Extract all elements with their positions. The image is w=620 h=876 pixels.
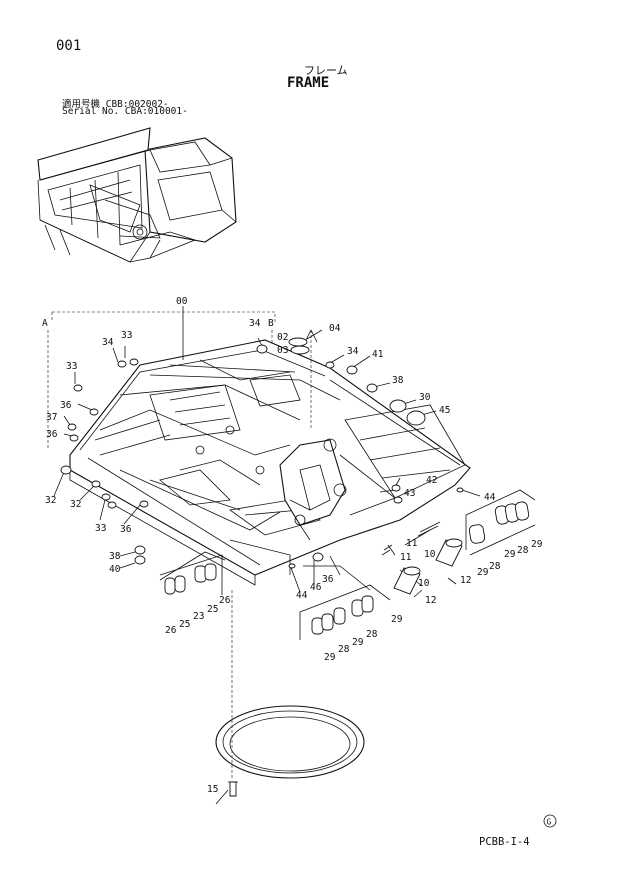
revolving-frame: [69, 339, 471, 586]
shim-stack-left: [159, 554, 223, 595]
revision-mark-label: G: [547, 818, 552, 827]
callout-41: 41: [372, 349, 384, 360]
callout-33: 33: [66, 361, 77, 372]
callout-30: 30: [419, 392, 431, 403]
callout-44: 44: [484, 492, 496, 503]
shim-stack-bottom: [299, 584, 391, 640]
title-english: FRAME: [287, 75, 330, 91]
pins-11: [381, 521, 441, 556]
callout-11: 11: [406, 538, 418, 549]
callout-34: 34: [102, 337, 114, 348]
view-marker-label: A: [42, 318, 48, 329]
callout-28: 28: [366, 629, 378, 640]
callout-29: 29: [504, 549, 516, 560]
callout-12: 12: [460, 575, 471, 586]
callout-34: 34: [347, 346, 359, 357]
callout-26: 26: [165, 625, 177, 636]
machine-overview-illustration: [37, 127, 237, 263]
shim-stack-right: [465, 489, 536, 556]
callout-44: 44: [296, 590, 308, 601]
callout-29: 29: [391, 614, 403, 625]
callout-33: 33: [121, 330, 132, 341]
callout-46: 46: [310, 582, 322, 593]
callout-10: 10: [418, 578, 430, 589]
page-code: PCBB-I-4: [479, 836, 530, 848]
callout-25: 25: [179, 619, 190, 630]
callout-38: 38: [109, 551, 121, 562]
callout-37: 37: [46, 412, 57, 423]
swing-bearing-ring: [215, 705, 365, 779]
callout-02: 02: [277, 332, 288, 343]
view-marker-a: A: [42, 318, 49, 448]
serial-applicability-en: Serial No. CBA:010001-: [62, 106, 188, 117]
callout-33: 33: [95, 523, 106, 534]
callout-labels: 00 02 03 04 34 33 34 34 41 38 30 45 33 3…: [45, 296, 543, 795]
callout-29: 29: [324, 652, 336, 663]
title-japanese: フレーム: [304, 64, 348, 77]
revision-mark: G: [543, 814, 557, 828]
callout-15: 15: [207, 784, 218, 795]
callout-36: 36: [60, 400, 72, 411]
callout-36: 36: [322, 574, 334, 585]
callout-00: 00: [176, 296, 188, 307]
callout-29: 29: [477, 567, 489, 578]
callout-04: 04: [329, 323, 341, 334]
callout-12: 12: [425, 595, 436, 606]
callout-36: 36: [46, 429, 58, 440]
callout-38: 38: [392, 375, 404, 386]
callout-29: 29: [531, 539, 543, 550]
washers-and-bushings: [60, 337, 464, 569]
callout-45: 45: [439, 405, 450, 416]
callout-29: 29: [352, 637, 364, 648]
callout-36: 36: [120, 524, 132, 535]
callout-25: 25: [207, 604, 218, 615]
callout-43: 43: [404, 488, 415, 499]
callout-26: 26: [219, 595, 231, 606]
leader-lines: [53, 306, 481, 805]
view-marker-label: B: [268, 318, 274, 329]
callout-03: 03: [277, 345, 288, 356]
bolt-15: [228, 781, 238, 797]
callout-32: 32: [45, 495, 56, 506]
page-number: 001: [56, 38, 82, 54]
callout-32: 32: [70, 499, 81, 510]
callout-10: 10: [424, 549, 436, 560]
serial-applicability-jp: 適用号機 CBB:002002-: [62, 99, 169, 110]
callout-28: 28: [517, 545, 529, 556]
callout-23: 23: [193, 611, 204, 622]
callout-40: 40: [109, 564, 121, 575]
pins-10: [393, 538, 463, 595]
callout-28: 28: [489, 561, 501, 572]
callout-11: 11: [400, 552, 412, 563]
callout-34: 34: [249, 318, 261, 329]
callout-42: 42: [426, 475, 437, 486]
callout-28: 28: [338, 644, 350, 655]
